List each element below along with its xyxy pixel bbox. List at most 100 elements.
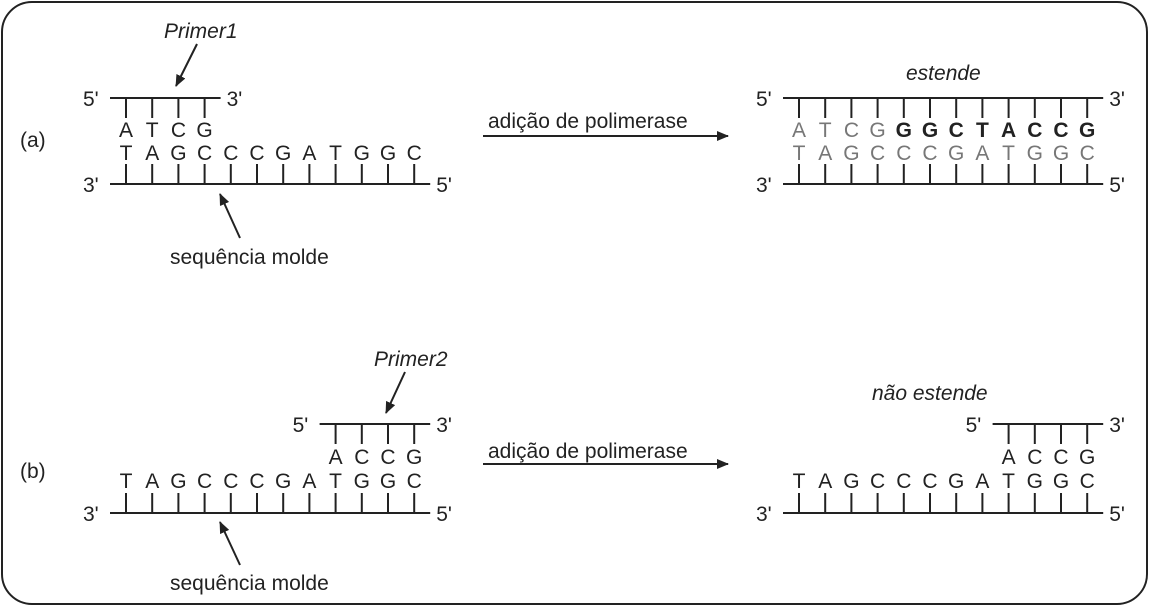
template-b-result-base: A	[975, 470, 989, 493]
template-b-result-base: G	[843, 470, 859, 493]
primer2-label: Primer2	[374, 348, 448, 371]
extended-strand-base: C	[1053, 119, 1068, 142]
template-a-result-base: T	[793, 142, 806, 165]
template-a-base: A	[145, 142, 159, 165]
extended-strand-base: C	[949, 119, 964, 142]
primer2-result-end-left: 5'	[966, 414, 982, 437]
template-b-base: C	[249, 470, 264, 493]
primer1-base: G	[196, 119, 212, 142]
template-b-label: sequência molde	[170, 572, 329, 595]
template-b-base: A	[145, 470, 159, 493]
primer2-base: A	[329, 446, 343, 469]
polymerase-a-label: adição de polimerase	[488, 110, 688, 133]
extended-strand-base: C	[1027, 119, 1042, 142]
template-b-result-end-right: 5'	[1109, 503, 1125, 526]
template-a-base: G	[380, 142, 396, 165]
primer1-pointer-arrow	[175, 43, 198, 87]
extended-strand-base: G	[869, 119, 885, 142]
template-a-result-end-right: 5'	[1109, 174, 1125, 197]
template-a-result-base: G	[843, 142, 859, 165]
template-b-base: C	[197, 470, 212, 493]
template-a-result-base: C	[922, 142, 937, 165]
template-a-end-right: 5'	[436, 174, 452, 197]
extended-strand-base: T	[819, 119, 832, 142]
extended-strand-base: C	[844, 119, 859, 142]
template-a-result-base: T	[1002, 142, 1015, 165]
template-b-base: G	[380, 470, 396, 493]
primer2-base: C	[354, 446, 369, 469]
template-b-base: T	[120, 470, 133, 493]
template-a-result-base: G	[1053, 142, 1069, 165]
primer1-base: A	[119, 119, 133, 142]
extended-strand-base: G	[896, 119, 912, 142]
template-a-base: C	[249, 142, 264, 165]
extended-strand-end-right: 3'	[1109, 88, 1125, 111]
template-a-pointer-arrow	[219, 193, 241, 239]
primer2-result-base: C	[1027, 446, 1042, 469]
template-b-result-base: A	[818, 470, 832, 493]
primer2-end-left: 5'	[293, 414, 309, 437]
template-a-base: T	[329, 142, 342, 165]
template-b-result-base: G	[1053, 470, 1069, 493]
template-a-result-base: A	[975, 142, 989, 165]
primer2-pointer-arrow	[385, 371, 406, 414]
primer2-result-base: G	[1079, 446, 1095, 469]
primer2-base: C	[380, 446, 395, 469]
template-a-result-end-left: 3'	[756, 174, 772, 197]
extended-strand-base: A	[1001, 119, 1016, 142]
template-a-base: G	[354, 142, 370, 165]
template-a-label: sequência molde	[170, 246, 329, 269]
template-a-base: T	[120, 142, 133, 165]
template-b-result-base: C	[870, 470, 885, 493]
extended-strand-base: A	[792, 119, 806, 142]
estende-label: estende	[906, 62, 981, 85]
primer1-end-left: 5'	[83, 88, 99, 111]
template-b-base: A	[302, 470, 316, 493]
nao-estende-label: não estende	[872, 382, 988, 405]
template-b-result-base: C	[896, 470, 911, 493]
primer1-end-right: 3'	[227, 88, 243, 111]
primer2-result-base: C	[1053, 446, 1068, 469]
primer2-result-base: A	[1002, 446, 1016, 469]
extended-strand-base: G	[922, 119, 938, 142]
template-b-result-base: G	[1027, 470, 1043, 493]
template-a-result-base: G	[1027, 142, 1043, 165]
template-b-pointer-arrow	[219, 521, 241, 566]
primer2-base: G	[406, 446, 422, 469]
primer1-base: T	[146, 119, 159, 142]
template-b-base: T	[329, 470, 342, 493]
template-b-result-base: T	[1002, 470, 1015, 493]
template-a-result-base: C	[896, 142, 911, 165]
template-b-base: G	[170, 470, 186, 493]
template-a-base: G	[275, 142, 291, 165]
template-b-base: G	[354, 470, 370, 493]
template-b-result-base: G	[948, 470, 964, 493]
primer2-result-end-right: 3'	[1109, 414, 1125, 437]
extended-strand-base: G	[1079, 119, 1095, 142]
template-a-end-left: 3'	[83, 174, 99, 197]
template-a-result-base: G	[948, 142, 964, 165]
template-b-end-left: 3'	[83, 503, 99, 526]
template-a-base: C	[197, 142, 212, 165]
template-b-result-base: C	[1080, 470, 1095, 493]
template-a-base: C	[223, 142, 238, 165]
template-b-base: C	[223, 470, 238, 493]
primer2-end-right: 3'	[436, 414, 452, 437]
polymerase-b-label: adição de polimerase	[488, 440, 688, 463]
template-b-result-base: C	[922, 470, 937, 493]
template-b-end-right: 5'	[436, 503, 452, 526]
extended-strand-base: T	[976, 119, 989, 142]
template-a-result-base: C	[870, 142, 885, 165]
primer1-base: C	[171, 119, 186, 142]
template-a-base: C	[407, 142, 422, 165]
template-a-result-base: C	[1080, 142, 1095, 165]
template-b-result-base: T	[793, 470, 806, 493]
template-b-result-end-left: 3'	[756, 503, 772, 526]
template-a-base: G	[170, 142, 186, 165]
panel-a-label: (a)	[20, 129, 46, 152]
template-a-base: A	[302, 142, 316, 165]
panel-b-label: (b)	[20, 460, 46, 483]
extended-strand-end-left: 5'	[756, 88, 772, 111]
